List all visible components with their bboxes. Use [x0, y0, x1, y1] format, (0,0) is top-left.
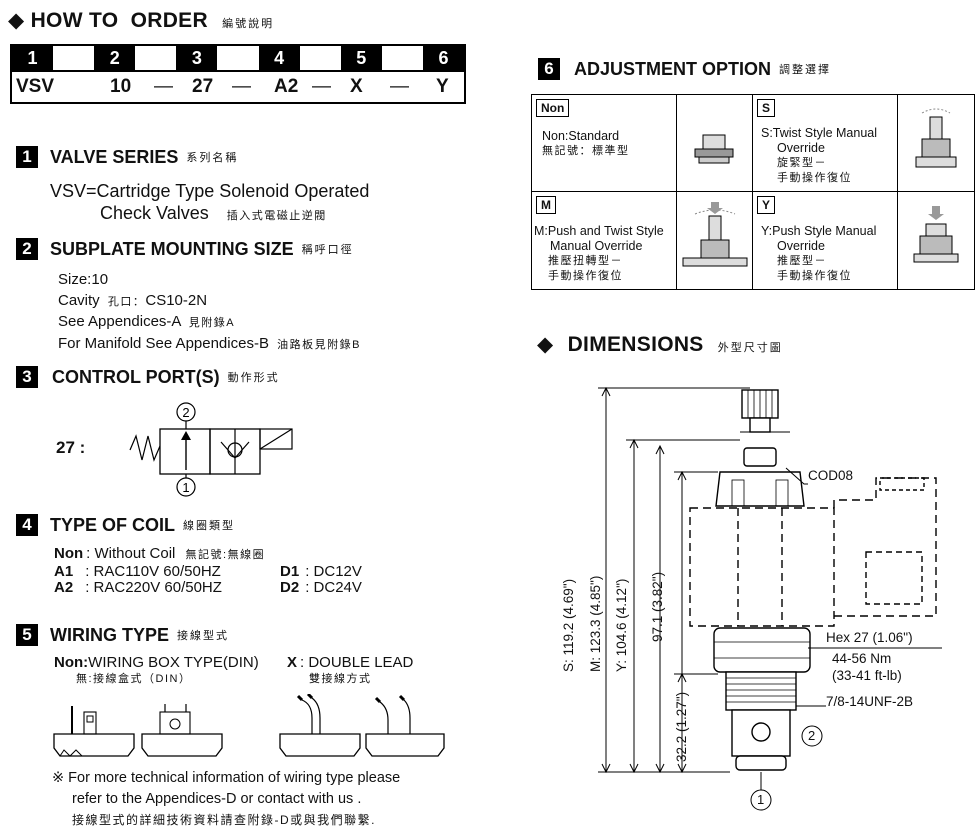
option-m-image [677, 192, 753, 289]
thread-label: 7/8-14UNF-2B [826, 694, 914, 709]
valve-symbol-diagram: 2 1 [129, 402, 293, 497]
column-4: 4 [258, 46, 300, 70]
code-series: VSV [16, 76, 55, 97]
section-coil: 4 TYPE OF COIL 線圈類型 [16, 514, 235, 536]
column-2: 2 [94, 46, 136, 70]
dim-s: S: 119.2 (4.69") [561, 578, 576, 672]
adjustment-table: Non Non:Standard 無記號：標準型 S S:Twist Style… [531, 94, 975, 290]
dim-m: M: 123.3 (4.85") [588, 575, 603, 672]
order-code-values: VSV 10 — 27 — A2 — X — Y [16, 76, 449, 97]
option-m-tag: M [536, 196, 556, 214]
port-2-label: 2 [182, 405, 189, 420]
port-1-marker: 1 [757, 792, 765, 807]
torque-label: 44-56 Nm (33-41 ft-lb) [832, 651, 902, 683]
dim-body: 97.1 (3.82") [650, 571, 665, 642]
column-1: 1 [12, 46, 54, 70]
valve-series-title: VALVE SERIES [50, 146, 179, 167]
wiring-note: ※ For more technical information of wiri… [52, 770, 401, 827]
option-s-image [898, 95, 974, 192]
valve-series-desc: VSV=Cartridge Type Solenoid Operated Che… [50, 181, 370, 223]
dim-y: Y: 104.6 (4.12") [614, 578, 629, 672]
option-non-image [677, 95, 753, 192]
wiring-illustrations [53, 694, 445, 757]
code-coil: A2 [274, 76, 299, 97]
option-y-tag: Y [757, 196, 776, 214]
option-y-image [898, 192, 974, 289]
port-1-label: 1 [182, 480, 189, 495]
wiring-double-lead: X: DOUBLE LEAD 雙接線方式 [287, 654, 414, 685]
dimensions-heading: ◆ DIMENSIONS 外型尺寸圖 [537, 333, 783, 356]
wiring-din: Non:WIRING BOX TYPE(DIN) 無:接線盒式（DIN） [54, 654, 259, 685]
code-port: 27 [192, 76, 214, 97]
section-wiring: 5 WIRING TYPE 接線型式 [16, 624, 229, 646]
control-port-code: 27 : [56, 438, 86, 457]
coil-options: Non: Without Coil 無記號:無線圈 A1: RAC110V 60… [54, 545, 362, 596]
code-wiring: X [350, 76, 363, 97]
section-subplate: 2 SUBPLATE MOUNTING SIZE 稱呼口徑 [16, 238, 354, 260]
code-adjust: Y [436, 76, 449, 97]
section-adjustment: 6 ADJUSTMENT OPTION 調整選擇 [538, 58, 831, 80]
coil-code-label: COD08 [808, 468, 854, 483]
section-control-port: 3 CONTROL PORT(S) 動作形式 [16, 366, 280, 388]
column-3: 3 [176, 46, 218, 70]
column-5: 5 [340, 46, 382, 70]
option-s-tag: S [757, 99, 776, 117]
how-to-order-heading: ◆ HOW TO ORDER 編號說明 [8, 9, 275, 32]
column-6: 6 [422, 46, 465, 70]
diamond-bullet-icon: ◆ [537, 333, 554, 356]
option-non-tag: Non [536, 99, 570, 117]
diamond-bullet-icon: ◆ [8, 9, 25, 32]
hex-label: Hex 27 (1.06") [826, 630, 913, 645]
dim-low: 32.2 (1.27") [674, 691, 689, 762]
code-size: 10 [110, 76, 132, 97]
subplate-details: Size:10 Cavity 孔口：CS10-2N See Appendices… [58, 271, 361, 352]
order-code-table: 1 2 3 4 5 6 VSV 10 — 27 — A2 — X — Y [10, 44, 466, 104]
port-2-marker: 2 [808, 728, 816, 743]
order-code-header: 1 2 3 4 5 6 [12, 46, 465, 72]
dimension-drawing [598, 386, 942, 811]
section-valve-series: 1 VALVE SERIES 系列名稱 [16, 146, 238, 168]
